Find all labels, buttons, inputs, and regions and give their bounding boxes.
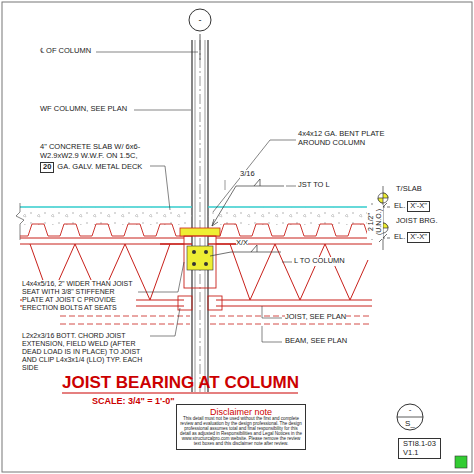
concrete-slab [16, 203, 376, 240]
metal-deck [20, 224, 372, 236]
sheet-number: STI8.1-03 [403, 440, 436, 449]
callout-label: GA. GALV. METAL DECK [57, 163, 142, 172]
callout-label: 4x4x12 GA. BENT PLATE AROUND COLUMN [298, 130, 408, 147]
callout-label: L2x2x3/16 BOTT. CHORD JOIST EXTENSION, F… [22, 332, 148, 372]
status-square [455, 456, 467, 468]
elevation-value: X'-X" [410, 202, 427, 211]
elevation-box: X'-X" [407, 232, 430, 243]
callout-label: ℄ OF COLUMN [40, 47, 91, 56]
gauge-number: 20 [43, 163, 51, 172]
section-mark: - [396, 404, 424, 416]
callout-label: BEAM, SEE PLAN [285, 337, 347, 346]
dimension-text: 2 1/2" (U.N.O.) [367, 205, 383, 239]
disclaimer-box: Disclaimer noteThis detail must not be u… [176, 404, 306, 450]
column [192, 40, 208, 392]
elevation-box: X'-X" [407, 201, 430, 212]
section-mark: - [188, 8, 212, 32]
callout-label: SCALE: 3/4" = 1'-0" [92, 396, 174, 406]
version: V1.1 [403, 449, 436, 458]
callout-label: 3/16 [240, 170, 255, 179]
disclaimer-heading: Disclaimer note [180, 407, 302, 417]
section-circle: - [188, 8, 212, 32]
seat-and-bolts [160, 228, 240, 310]
callout-label: JST TO L [298, 181, 330, 190]
callout-label: EL. [394, 233, 405, 242]
sheet-mark: S_ [396, 418, 424, 430]
weld-symbol [210, 179, 284, 256]
elevation-value: X'-X" [410, 233, 427, 242]
callout-label: JOIST BRG. [396, 217, 438, 226]
sheet-box: STI8.1-03V1.1 [398, 438, 441, 459]
callout-label: L4x4x5/16, 2" WIDER THAN JOIST SEAT WITH… [22, 280, 136, 312]
drawing-title: JOIST BEARING AT COLUMN [62, 373, 299, 393]
disclaimer-body: This detail must not be used without the… [180, 417, 302, 447]
callout-label: JOIST, SEE PLAN [285, 313, 346, 322]
section-circle: - S_ [396, 403, 424, 431]
callout-label: EL. [394, 202, 405, 211]
callout-label: L TO COLUMN [294, 257, 345, 266]
callout-label: WF COLUMN, SEE PLAN [40, 105, 127, 114]
callout-label: T/SLAB [396, 185, 422, 194]
callout-label: X/X [236, 239, 248, 248]
callout-label: 4" CONCRETE SLAB W/ 6x6-W2.9xW2.9 W.W.F.… [40, 143, 168, 160]
gauge-box: 20 [40, 162, 54, 173]
